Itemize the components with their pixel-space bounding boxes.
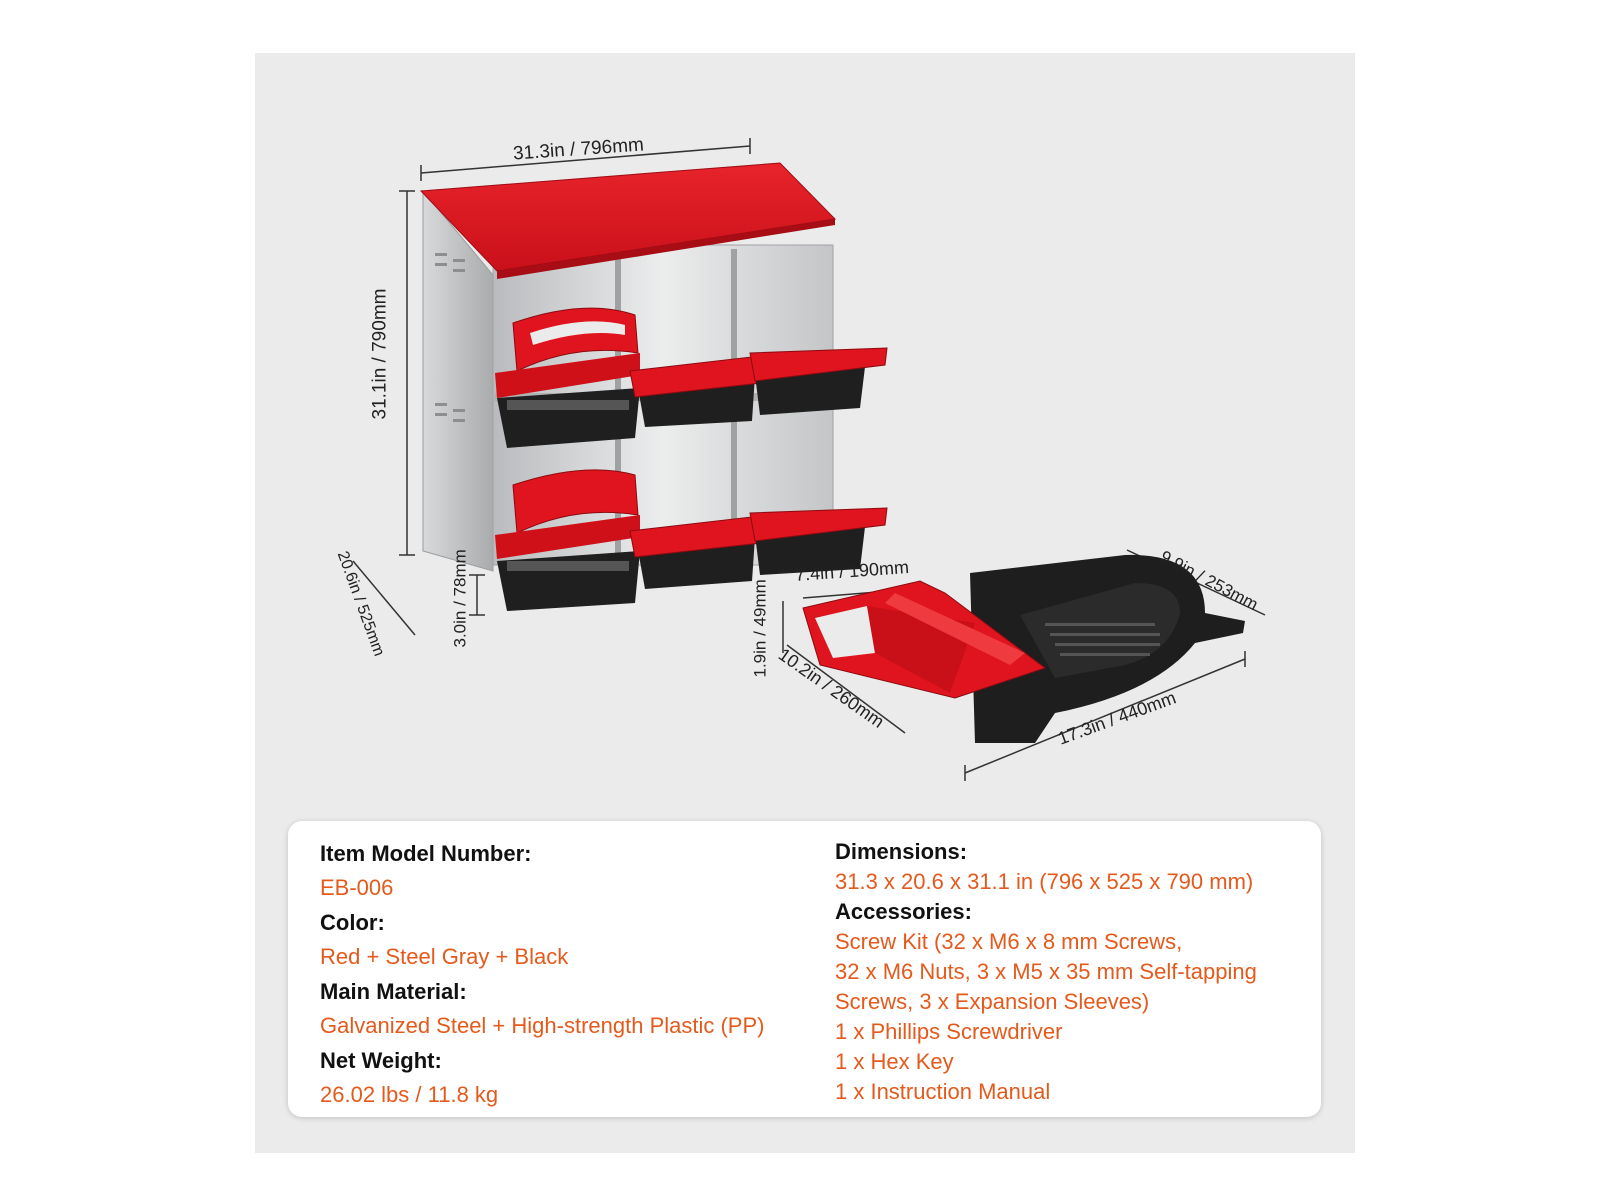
accessories-list: Screw Kit (32 x M6 x 8 mm Screws, 32 x M…: [835, 927, 1305, 1107]
specs-right-column: Dimensions: 31.3 x 20.6 x 31.1 in (796 x…: [835, 837, 1305, 1107]
dimensions-label: Dimensions:: [835, 839, 968, 864]
net-weight-value: 26.02 lbs / 11.8 kg: [320, 1082, 499, 1107]
tray-lip-label: 1.9in / 49mm: [750, 579, 770, 678]
upper-tray-row: [495, 307, 888, 448]
accessory-item: 32 x M6 Nuts, 3 x M5 x 35 mm Self-tappin…: [835, 959, 1257, 984]
accessory-item: Screw Kit (32 x M6 x 8 mm Screws,: [835, 929, 1183, 954]
accessory-item: 1 x Hex Key: [835, 1049, 954, 1074]
dimensions-value: 31.3 x 20.6 x 31.1 in (796 x 525 x 790 m…: [835, 869, 1254, 894]
lower-tray-row: [495, 469, 888, 611]
tray-grate: [1045, 623, 1160, 656]
accessory-item: Screws, 3 x Expansion Sleeves): [835, 989, 1150, 1014]
net-weight-label: Net Weight:: [320, 1048, 442, 1073]
nesting-box-drawing: [352, 138, 1266, 781]
accessory-item: 1 x Instruction Manual: [835, 1079, 1051, 1104]
product-illustration: 31.3in / 796mm 31.1in / 790mm 20.6in / 5…: [255, 53, 1355, 813]
color-label: Color:: [320, 910, 385, 935]
accessories-label: Accessories:: [835, 899, 972, 924]
detached-tray: [802, 554, 1245, 743]
material-value: Galvanized Steel + High-strength Plastic…: [320, 1013, 765, 1038]
accessory-item: 1 x Phillips Screwdriver: [835, 1019, 1063, 1044]
product-image-panel: 31.3in / 796mm 31.1in / 790mm 20.6in / 5…: [255, 53, 1355, 1153]
model-number-label: Item Model Number:: [320, 841, 532, 866]
color-value: Red + Steel Gray + Black: [320, 944, 569, 969]
model-number-value: EB-006: [320, 875, 394, 900]
specifications-card: Item Model Number: EB-006 Color: Red + S…: [288, 821, 1321, 1117]
lip-height-label: 3.0in / 78mm: [450, 549, 470, 648]
height-dimension-label: 31.1in / 790mm: [369, 288, 391, 420]
material-label: Main Material:: [320, 979, 467, 1004]
specs-left-column: Item Model Number: EB-006 Color: Red + S…: [320, 837, 800, 1115]
